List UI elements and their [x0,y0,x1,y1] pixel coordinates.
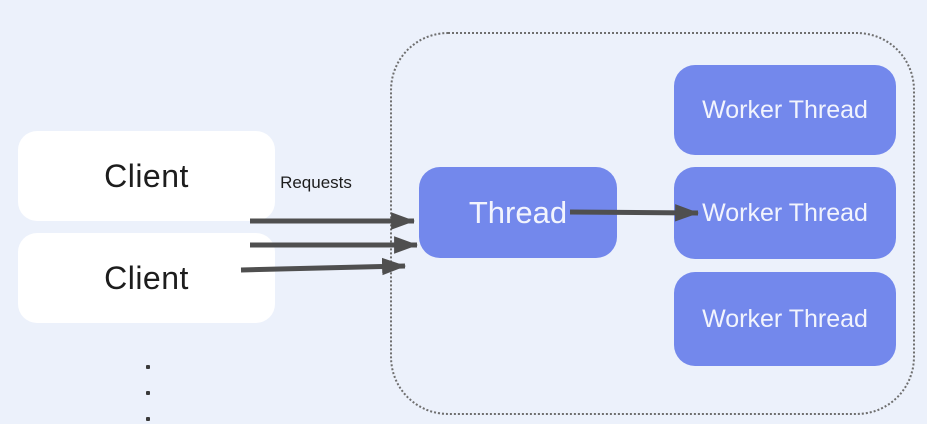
worker-thread-node-1: Worker Thread [674,65,896,155]
ellipsis-dot [146,365,150,369]
worker-thread-node-2: Worker Thread [674,167,896,259]
client-node-2: Client [18,233,275,323]
worker-thread-node-3-label: Worker Thread [702,304,868,333]
worker-thread-node-3: Worker Thread [674,272,896,366]
client-node-1: Client [18,131,275,221]
worker-thread-node-2-label: Worker Thread [702,198,868,227]
ellipsis-dot [146,417,150,421]
requests-label: Requests [280,173,352,192]
thread-node-label: Thread [468,194,568,230]
client-node-2-label: Client [104,259,189,296]
thread-pool-boundary [390,32,915,415]
client-node-1-label: Client [104,157,189,194]
more-clients-ellipsis-icon [145,365,151,421]
worker-thread-node-1-label: Worker Thread [702,95,868,124]
thread-node: Thread [419,167,617,258]
ellipsis-dot [146,391,150,395]
